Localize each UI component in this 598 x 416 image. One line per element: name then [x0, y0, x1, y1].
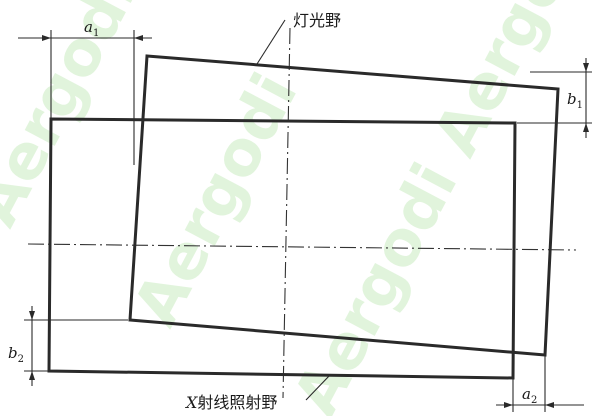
- b2-arrow-bottom: [29, 371, 35, 380]
- a1-arrow-left: [42, 35, 51, 41]
- light-field-leader: [256, 19, 286, 65]
- b1-arrow-bottom: [583, 123, 589, 132]
- dimension-a1: a1: [18, 18, 152, 165]
- b2-label: b2: [8, 344, 24, 365]
- vertical-centerline: [282, 27, 291, 399]
- horizontal-centerline: [27, 243, 577, 251]
- dimension-b1: b1: [517, 58, 592, 138]
- dimension-a2: a2: [496, 355, 584, 412]
- dimension-b2: b2: [8, 306, 128, 386]
- a1-arrow-right: [134, 35, 143, 41]
- watermark-text: Aergodi: [119, 62, 312, 338]
- xray-field-leader: [305, 374, 331, 401]
- xray-field-label: X射线照射野: [184, 393, 277, 412]
- b1-arrow-top: [583, 63, 589, 72]
- b2-arrow-top: [29, 311, 35, 320]
- a1-label: a1: [84, 18, 99, 39]
- a2-arrow-left: [504, 402, 513, 408]
- a2-arrow-right: [545, 402, 554, 408]
- a2-label: a2: [522, 385, 537, 406]
- light-field-label: 灯光野: [293, 11, 341, 30]
- b1-label: b1: [567, 90, 583, 111]
